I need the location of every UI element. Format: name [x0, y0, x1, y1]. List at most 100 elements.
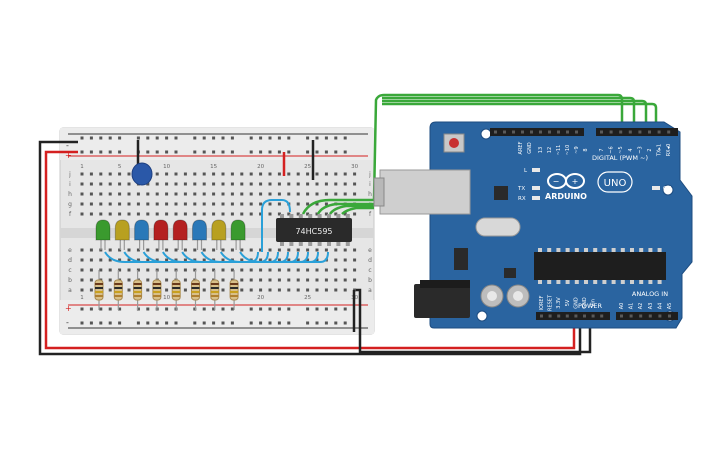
terminal-hole: [268, 248, 272, 252]
rail-hole: [249, 321, 253, 325]
terminal-hole: [315, 212, 319, 216]
header-hole: [574, 314, 578, 318]
terminal-hole: [165, 268, 169, 272]
header-hole: [600, 314, 604, 318]
terminal-hole: [183, 248, 187, 252]
usb-chip: [494, 186, 508, 200]
terminal-hole: [193, 248, 197, 252]
power-header: [536, 312, 610, 320]
terminal-hole: [324, 288, 328, 292]
led: [192, 219, 207, 241]
rail-hole: [343, 307, 347, 311]
rail-hole: [165, 307, 169, 311]
terminal-hole: [287, 172, 291, 176]
rail-hole: [221, 307, 225, 311]
black-wire-gnd-left: [38, 140, 582, 356]
terminal-hole: [353, 192, 357, 196]
terminal-hole: [127, 258, 131, 262]
atmega-pin: [584, 280, 588, 284]
terminal-hole: [334, 278, 338, 282]
terminal-hole: [202, 182, 206, 186]
terminal-hole: [99, 268, 103, 272]
terminal-hole: [306, 288, 310, 292]
terminal-hole: [353, 258, 357, 262]
atmega-pin: [657, 280, 662, 284]
terminal-hole: [287, 258, 291, 262]
rail-hole: [80, 307, 84, 311]
atmega-chip: [534, 252, 666, 280]
terminal-hole: [306, 248, 310, 252]
terminal-hole: [249, 268, 253, 272]
terminal-hole: [193, 182, 197, 186]
terminal-hole: [193, 268, 197, 272]
terminal-hole: [146, 192, 150, 196]
crystal-oscillator: [475, 217, 521, 237]
rail-hole: [343, 150, 347, 154]
terminal-hole: [108, 212, 112, 216]
pin-label: 4: [628, 148, 634, 151]
terminal-hole: [259, 212, 263, 216]
row-label: d: [68, 257, 72, 264]
resistor-band: [172, 291, 181, 293]
terminal-hole: [287, 288, 291, 292]
rail-hole: [306, 321, 310, 325]
terminal-hole: [259, 192, 263, 196]
rail-hole: [324, 321, 328, 325]
row-label: c: [68, 267, 71, 274]
resistor-band: [191, 283, 200, 285]
atmega-pin: [648, 280, 653, 284]
terminal-hole: [221, 192, 225, 196]
terminal-hole: [89, 268, 93, 272]
chip-pin: [345, 242, 350, 246]
header-hole: [539, 130, 542, 134]
terminal-hole: [89, 248, 93, 252]
terminal-hole: [89, 278, 93, 282]
terminal-hole: [277, 268, 281, 272]
terminal-hole: [193, 258, 197, 262]
terminal-hole: [240, 212, 244, 216]
atmega-pin: [565, 280, 570, 284]
mount-hole: [480, 128, 492, 140]
terminal-hole: [212, 268, 216, 272]
terminal-hole: [277, 182, 281, 186]
resistor-band: [191, 291, 200, 293]
rail-hole: [118, 307, 122, 311]
terminal-hole: [80, 258, 84, 262]
terminal-hole: [343, 278, 347, 282]
terminal-hole: [353, 172, 357, 176]
terminal-hole: [165, 258, 169, 262]
rail-hole: [277, 136, 281, 140]
rail-minus-label-top: -: [66, 141, 69, 150]
terminal-hole: [249, 278, 253, 282]
terminal-hole: [127, 288, 131, 292]
terminal-hole: [240, 172, 244, 176]
terminal-hole: [296, 192, 300, 196]
rail-hole: [259, 307, 263, 311]
row-label: i: [69, 181, 71, 188]
led: [95, 219, 111, 241]
rail-hole: [277, 150, 281, 154]
analog-label: ANALOG IN: [632, 290, 668, 298]
rail-hole: [146, 150, 150, 154]
terminal-hole: [315, 278, 319, 282]
resistor-band: [230, 283, 239, 285]
atmega-pin: [593, 248, 598, 252]
terminal-hole: [221, 172, 225, 176]
rail-hole: [230, 136, 234, 140]
terminal-hole: [118, 182, 122, 186]
terminal-hole: [136, 202, 140, 206]
terminal-hole: [165, 172, 169, 176]
terminal-hole: [249, 248, 253, 252]
terminal-hole: [221, 278, 225, 282]
pin-label: ~5: [618, 146, 624, 153]
terminal-hole: [127, 212, 131, 216]
header-hole: [530, 130, 533, 134]
terminal-hole: [249, 212, 253, 216]
terminal-hole: [343, 268, 347, 272]
resistor-band: [230, 291, 239, 293]
rail-hole: [146, 307, 150, 311]
atmega-pin: [648, 248, 653, 252]
column-label: 15: [210, 164, 217, 170]
rail-hole: [202, 307, 206, 311]
